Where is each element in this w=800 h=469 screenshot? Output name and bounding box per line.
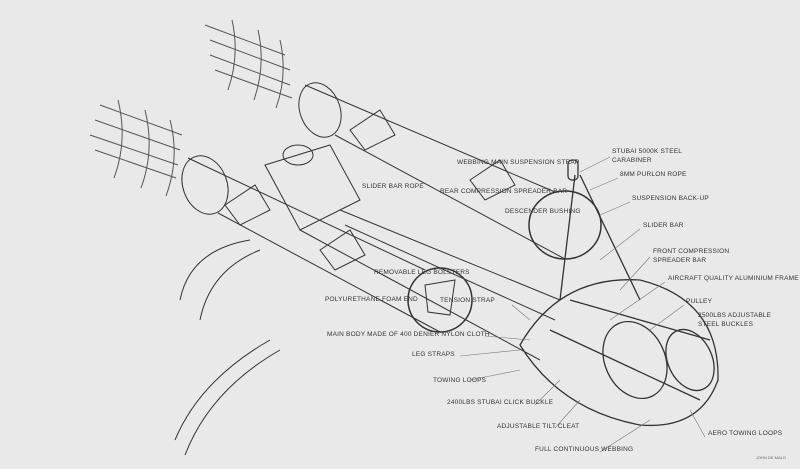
- artist-signature: JOHN DE MALO: [756, 455, 787, 460]
- label-femoral: REMOVABLE LEG BOLSTERS: [374, 269, 470, 276]
- label-carabiner-2: CARABINER: [612, 157, 652, 164]
- label-buckles-2: STEEL BUCKLES: [698, 321, 754, 328]
- label-slider-rope: SLIDER BAR ROPE: [362, 183, 424, 190]
- label-bushing: DESCENDER BUSHING: [505, 208, 581, 215]
- label-aero: AERO TOWING LOOPS: [708, 430, 783, 437]
- lower-fan-duct: [181, 155, 473, 333]
- label-backup: SUSPENSION BACK-UP: [632, 195, 709, 202]
- label-rope: 8mm PURLON ROPE: [620, 171, 687, 178]
- label-frame: AIRCRAFT QUALITY ALUMINIUM FRAME: [668, 275, 799, 282]
- label-tension: TENSION STRAP: [440, 297, 495, 304]
- label-main-strap: WEBBING MAIN SUSPENSION STRAP: [457, 159, 580, 166]
- label-cleat: ADJUSTABLE TILT CLEAT: [497, 423, 580, 430]
- label-towing: TOWING LOOPS: [433, 377, 487, 384]
- leader-lines: [459, 156, 706, 453]
- label-foam: POLYURETHANE FOAM END: [325, 296, 418, 303]
- label-slider-bar: SLIDER BAR: [643, 222, 684, 229]
- label-body: MAIN BODY MADE OF 400 DENIER NYLON CLOTH: [327, 331, 490, 338]
- label-webbing: FULL CONTINUOUS WEBBING: [535, 446, 634, 453]
- engine-and-frame: [174, 144, 561, 456]
- label-front-bar: FRONT COMPRESSION: [653, 248, 730, 255]
- label-pulley: PULLEY: [686, 298, 713, 305]
- label-rear-bar: REAR COMPRESSION SPREADER BAR: [440, 188, 568, 195]
- label-leg: LEG STRAPS: [412, 351, 455, 358]
- airflow-arrows-lower: [89, 99, 183, 197]
- label-click: 2400LBS STUBAI CLICK BUCKLE: [447, 399, 554, 406]
- label-carabiner: STUBAI 5000K STEEL: [612, 148, 683, 155]
- label-front-bar-2: SPREADER BAR: [653, 257, 707, 264]
- label-buckles: 2500LBS ADJUSTABLE: [698, 312, 772, 319]
- harness-cocoon: [519, 159, 719, 427]
- airflow-arrows-upper: [204, 19, 293, 109]
